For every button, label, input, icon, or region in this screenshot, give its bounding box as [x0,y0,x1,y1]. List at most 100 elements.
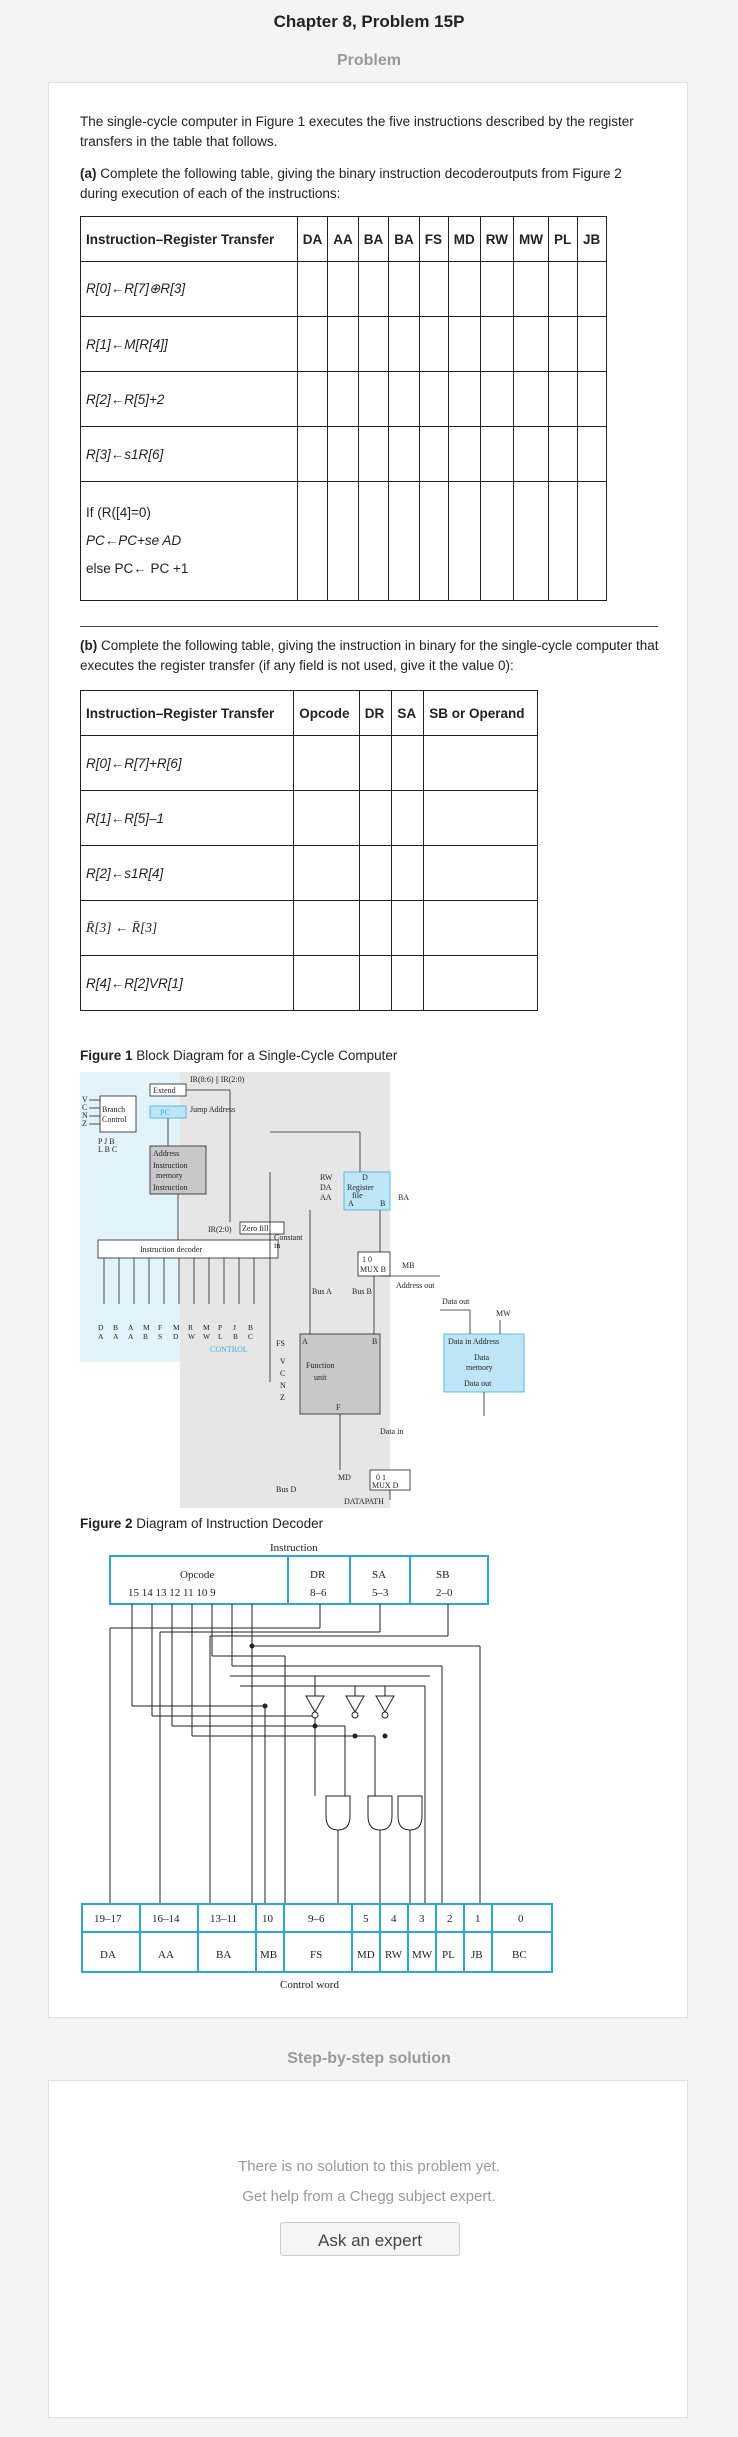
ctrl-name: MW [412,1949,433,1961]
svg-text:S: S [158,1332,162,1341]
field-sa: SA [372,1569,386,1581]
table-row: R[4]←R[2]VR[1] [79,955,538,1011]
table-row: R[1]←R[5]–1 [79,790,538,846]
fig1-label: MW [496,1309,511,1318]
table-row: R[1]←M[R[4]] [80,316,607,372]
ctrl-bits: 4 [391,1913,397,1925]
fig1-label: Data out [442,1297,470,1306]
table-a-header: RW [479,216,515,262]
fig1-label: N [280,1381,286,1390]
fig1-label: MUX D [372,1481,399,1490]
table-a-header: BA [357,216,390,262]
ctrl-bits: 1 [475,1913,481,1925]
field-sb-bits: 2–0 [436,1587,453,1599]
table-a-header: DA [296,216,329,262]
ctrl-name: FS [310,1949,322,1961]
fig1-label: Jump Address [190,1105,235,1114]
fig1-label: in [274,1241,280,1250]
ctrl-name: AA [158,1949,174,1961]
fig1-label: DA [320,1183,332,1192]
table-row: R[0]←R[7]⊕R[3] [80,261,607,317]
ctrl-bits: 9–6 [308,1913,325,1925]
table-b-header: Instruction–Register Transfer [79,690,295,736]
fig1-label: Address out [396,1281,435,1290]
table-row: R[3]←s1R[6] [80,426,607,482]
table-a-header: FS [418,216,449,262]
fig1-label: IR(8:6) || IR(2:0) [190,1075,245,1084]
ctrl-name: MB [260,1949,277,1961]
table-a-header: AA [327,216,359,262]
fig1-label: Bus B [352,1287,372,1296]
field-sa-bits: 5–3 [372,1587,389,1599]
svg-text:M: M [143,1323,150,1332]
table-b-header: Opcode [293,690,360,736]
problem-label: Problem [336,52,401,69]
fig1-label: N [82,1111,88,1120]
no-solution-text: There is no solution to this problem yet… [238,2158,500,2175]
ctrl-name: PL [442,1949,455,1961]
svg-text:W: W [188,1332,196,1341]
ctrl-name: MD [357,1949,375,1961]
table-a-header: PL [548,216,578,262]
svg-text:R: R [188,1323,193,1332]
svg-text:B: B [143,1332,148,1341]
fig1-label: Instruction decoder [140,1245,202,1254]
fig1-label: MB [402,1261,414,1270]
svg-text:J: J [233,1323,236,1332]
fig1-label: Instruction [153,1161,188,1170]
table-b-header: SA [391,690,425,736]
field-dr-bits: 8–6 [310,1587,327,1599]
fig1-label: 1 0 [362,1255,372,1264]
ctrl-bits: 3 [419,1913,425,1925]
fig1-label: Z [280,1393,285,1402]
fig1-label: Control [102,1115,127,1124]
fig1-label: Data in Address [448,1337,499,1346]
fig1-label: A [348,1199,354,1208]
ask-expert-button[interactable]: Ask an expert [280,2222,460,2256]
fig1-label: unit [314,1373,327,1382]
fig1-label: Branch [102,1105,125,1114]
ctrl-bits: 0 [518,1913,524,1925]
figure1-data-memory: Data out MW Data in Address Data memory … [440,1297,525,1416]
field-opcode: Opcode [180,1569,214,1581]
table-a-header: MD [447,216,481,262]
fig1-label: MD [338,1473,351,1482]
fig1-label: Register [347,1183,374,1192]
fig1-label: memory [156,1171,183,1180]
table-row: R[2]←s1R[4] [79,845,538,901]
ctrl-name: BC [512,1949,527,1961]
svg-text:A: A [98,1332,104,1341]
problem-intro: The single-cycle computer in Figure 1 ex… [80,114,634,149]
fig1-label: Instruction [153,1183,188,1192]
svg-text:W: W [203,1332,211,1341]
svg-text:A: A [113,1332,119,1341]
svg-text:C: C [248,1332,253,1341]
fig1-label: PC [160,1108,170,1117]
svg-text:D: D [173,1332,179,1341]
ctrl-name: BA [216,1949,231,1961]
svg-text:M: M [203,1323,210,1332]
field-sb: SB [436,1569,449,1581]
fig1-label: Extend [153,1086,176,1095]
fig1-label: 0 1 [376,1473,386,1482]
figure2-caption: Figure 2 Diagram of Instruction Decoder [80,1516,324,1531]
svg-text:P: P [218,1323,222,1332]
table-a-header: JB [577,216,607,262]
fig1-label: memory [466,1363,493,1372]
fig1-label: CONTROL [210,1345,248,1354]
svg-text:B: B [113,1323,118,1332]
ctrl-name: RW [385,1949,403,1961]
svg-text:A: A [128,1323,134,1332]
figure1-caption: Figure 1 Block Diagram for a Single-Cycl… [80,1048,398,1063]
control-word-label: Control word [280,1979,339,1991]
fig1-label: B [372,1337,377,1346]
fig1-label: RW [320,1173,333,1182]
fig1-label: B [380,1199,385,1208]
table-row: R̄[3] ← R̄[3] [79,900,538,956]
fig1-label: L B C [98,1145,117,1154]
table-a-header: BA [388,216,420,262]
svg-text:F: F [158,1323,162,1332]
fig1-label: Bus D [276,1485,296,1494]
fig1-label: FS [276,1339,285,1348]
table-b: Instruction–Register Transfer Opcode DR … [79,690,538,1011]
